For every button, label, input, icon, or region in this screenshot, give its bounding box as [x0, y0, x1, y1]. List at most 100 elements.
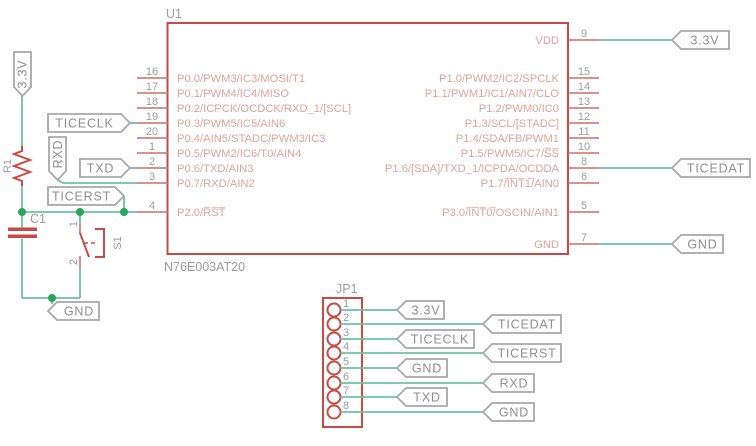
net-flag-label: GND: [412, 362, 442, 376]
pin-name: P1.3/SCL/[STADC]: [465, 118, 559, 130]
ic-value: N76E003AT20: [164, 260, 245, 274]
ic-u1[interactable]: U1 N76E003AT20 16 17 18 19 20 1 2 3 4 P0…: [137, 7, 599, 274]
pin-number: 8: [581, 156, 587, 168]
gnd-flag-left[interactable]: GND: [46, 301, 100, 321]
net-label-gnd-right[interactable]: GND: [670, 234, 724, 254]
net-flag-label: RXD: [500, 377, 529, 391]
net-flag-label: 3.3V: [691, 34, 720, 48]
pin-name: P0.6/TXD/AIN3: [177, 163, 253, 175]
net-flag-shape[interactable]: [670, 158, 751, 178]
connector-pin-number: 2: [343, 312, 349, 324]
net-flag-shape[interactable]: [395, 358, 448, 378]
resistor-refdes: R1: [2, 159, 14, 173]
supply-flag-3v3[interactable]: 3.3V: [13, 51, 32, 98]
connector-jp1[interactable]: JP1 1 2 3 4 5 6 7 8: [322, 282, 483, 428]
net-flag-shape[interactable]: [670, 30, 730, 50]
capacitor-refdes: C1: [30, 212, 46, 226]
jp1-net-label-ticerst[interactable]: TICERST: [481, 343, 562, 363]
switch-lever[interactable]: [79, 232, 90, 258]
switch-actuator[interactable]: [95, 228, 105, 258]
supply-flag-shape[interactable]: [13, 51, 32, 98]
pin-number: 5: [581, 200, 587, 212]
net-flag-shape[interactable]: [48, 136, 67, 182]
switch-pin1-label: 1: [68, 221, 80, 227]
pin-name: P1.4/SDA/FB/PWM1: [456, 133, 559, 145]
connector-refdes: JP1: [336, 282, 358, 296]
pin-number: 7: [581, 232, 587, 244]
pin-name: P0.7/RXD/AIN2: [177, 178, 255, 190]
jp1-net-label-rxd[interactable]: RXD: [481, 373, 535, 393]
pin-name: P0.3/PWM5/IC5/AIN6: [177, 118, 285, 130]
connector-pin-number: 7: [343, 385, 349, 397]
connector-pin-number: 3: [343, 327, 349, 339]
pin-name: P0.4/AIN5/STADC/PWM3/IC3: [177, 133, 325, 145]
connector-pin-number: 5: [343, 356, 349, 368]
capacitor-c1[interactable]: C1: [8, 212, 46, 238]
connector-pin-number: 1: [343, 298, 349, 310]
capacitor-plate[interactable]: [8, 227, 37, 232]
switch-s1[interactable]: 1 2 S1: [68, 221, 124, 268]
pin-number: 11: [578, 126, 589, 138]
net-flag-shape[interactable]: [47, 113, 132, 133]
net-flag-shape[interactable]: [481, 343, 562, 363]
pin-name: P0.1/PWM4/IC4/MISO: [177, 88, 289, 100]
net-flag-label: TICEDAT: [498, 318, 556, 332]
net-flag-label: TXD: [413, 391, 440, 405]
ic-refdes: U1: [166, 7, 182, 21]
net-label-rxd[interactable]: RXD: [48, 136, 67, 182]
pin-name: VDD: [535, 35, 559, 47]
gnd-flag-shape[interactable]: [46, 301, 100, 321]
ic-left-pins: 16 17 18 19 20 1 2 3 4 P0.0/PWM3/IC3/MOS…: [137, 66, 351, 219]
pin-name: P3.0/I̅N̅T̅0̅/OSCIN/AIN1: [442, 207, 559, 219]
jp1-net-label-ticeclk[interactable]: TICECLK: [395, 329, 475, 349]
jp1-net-label-gnd2[interactable]: GND: [481, 402, 535, 422]
resistor-r1[interactable]: R1: [2, 146, 33, 186]
connector-pin-number: 8: [343, 400, 349, 412]
net-wires: [18, 39, 672, 304]
net-flag-label: GND: [687, 238, 717, 252]
net-flag-label: RXD: [51, 140, 65, 169]
net-label-ticedat-right[interactable]: TICEDAT: [670, 158, 751, 178]
pin-number: 6: [581, 171, 587, 183]
jp1-net-label-gnd1[interactable]: GND: [395, 358, 448, 378]
pin-name: P0.5/PWM2/IC6/T0/AIN4: [177, 148, 301, 160]
net-flag-shape[interactable]: [395, 300, 445, 320]
jp1-net-label-txd[interactable]: TXD: [395, 387, 448, 407]
pin-number: 18: [146, 96, 158, 108]
net-flag-shape[interactable]: [481, 373, 535, 393]
net-label-ticerst[interactable]: TICERST: [47, 186, 126, 206]
ic-right-pins: 9 15 14 13 12 11 10 8 6 5 7 VDD P1.0/PWM…: [385, 28, 599, 251]
connector-body[interactable]: [322, 297, 363, 428]
pin-number: 10: [578, 141, 590, 153]
capacitor-plate[interactable]: [8, 234, 37, 239]
net-label-3v3-right[interactable]: 3.3V: [670, 30, 730, 50]
pin-name: P2.0/R̅S̅T̅: [177, 207, 226, 219]
net-flag-shape[interactable]: [395, 329, 475, 349]
resistor-symbol[interactable]: [11, 146, 33, 186]
net-flag-shape[interactable]: [670, 234, 724, 254]
net-flag-label: 3.3V: [412, 304, 441, 318]
jp1-net-label-3v3[interactable]: 3.3V: [395, 300, 445, 320]
net-flag-shape[interactable]: [79, 158, 132, 178]
net-flag-shape[interactable]: [481, 402, 535, 422]
net-flag-label: GND: [499, 406, 529, 420]
pin-number: 17: [146, 81, 158, 93]
pin-number: 1: [149, 141, 155, 153]
net-flag-shape[interactable]: [481, 314, 562, 334]
net-flag-label: TICERST: [497, 347, 556, 361]
pin-name: P0.0/PWM3/IC3/MOSI/T1: [177, 73, 305, 85]
net-label-ticeclk[interactable]: TICECLK: [47, 113, 132, 133]
connector-pin-number: 6: [343, 371, 349, 383]
jp1-net-label-ticedat[interactable]: TICEDAT: [481, 314, 562, 334]
junction-dot: [48, 294, 56, 302]
net-flag-shape[interactable]: [395, 387, 448, 407]
net-flag-label: TICECLK: [55, 117, 113, 131]
net-flag-shape[interactable]: [47, 186, 126, 206]
net-label-txd[interactable]: TXD: [79, 158, 132, 178]
supply-flag-label: 3.3V: [16, 60, 30, 89]
pin-name: P1.2/PWM0/IC0: [479, 103, 559, 115]
pin-number: 4: [149, 200, 155, 212]
